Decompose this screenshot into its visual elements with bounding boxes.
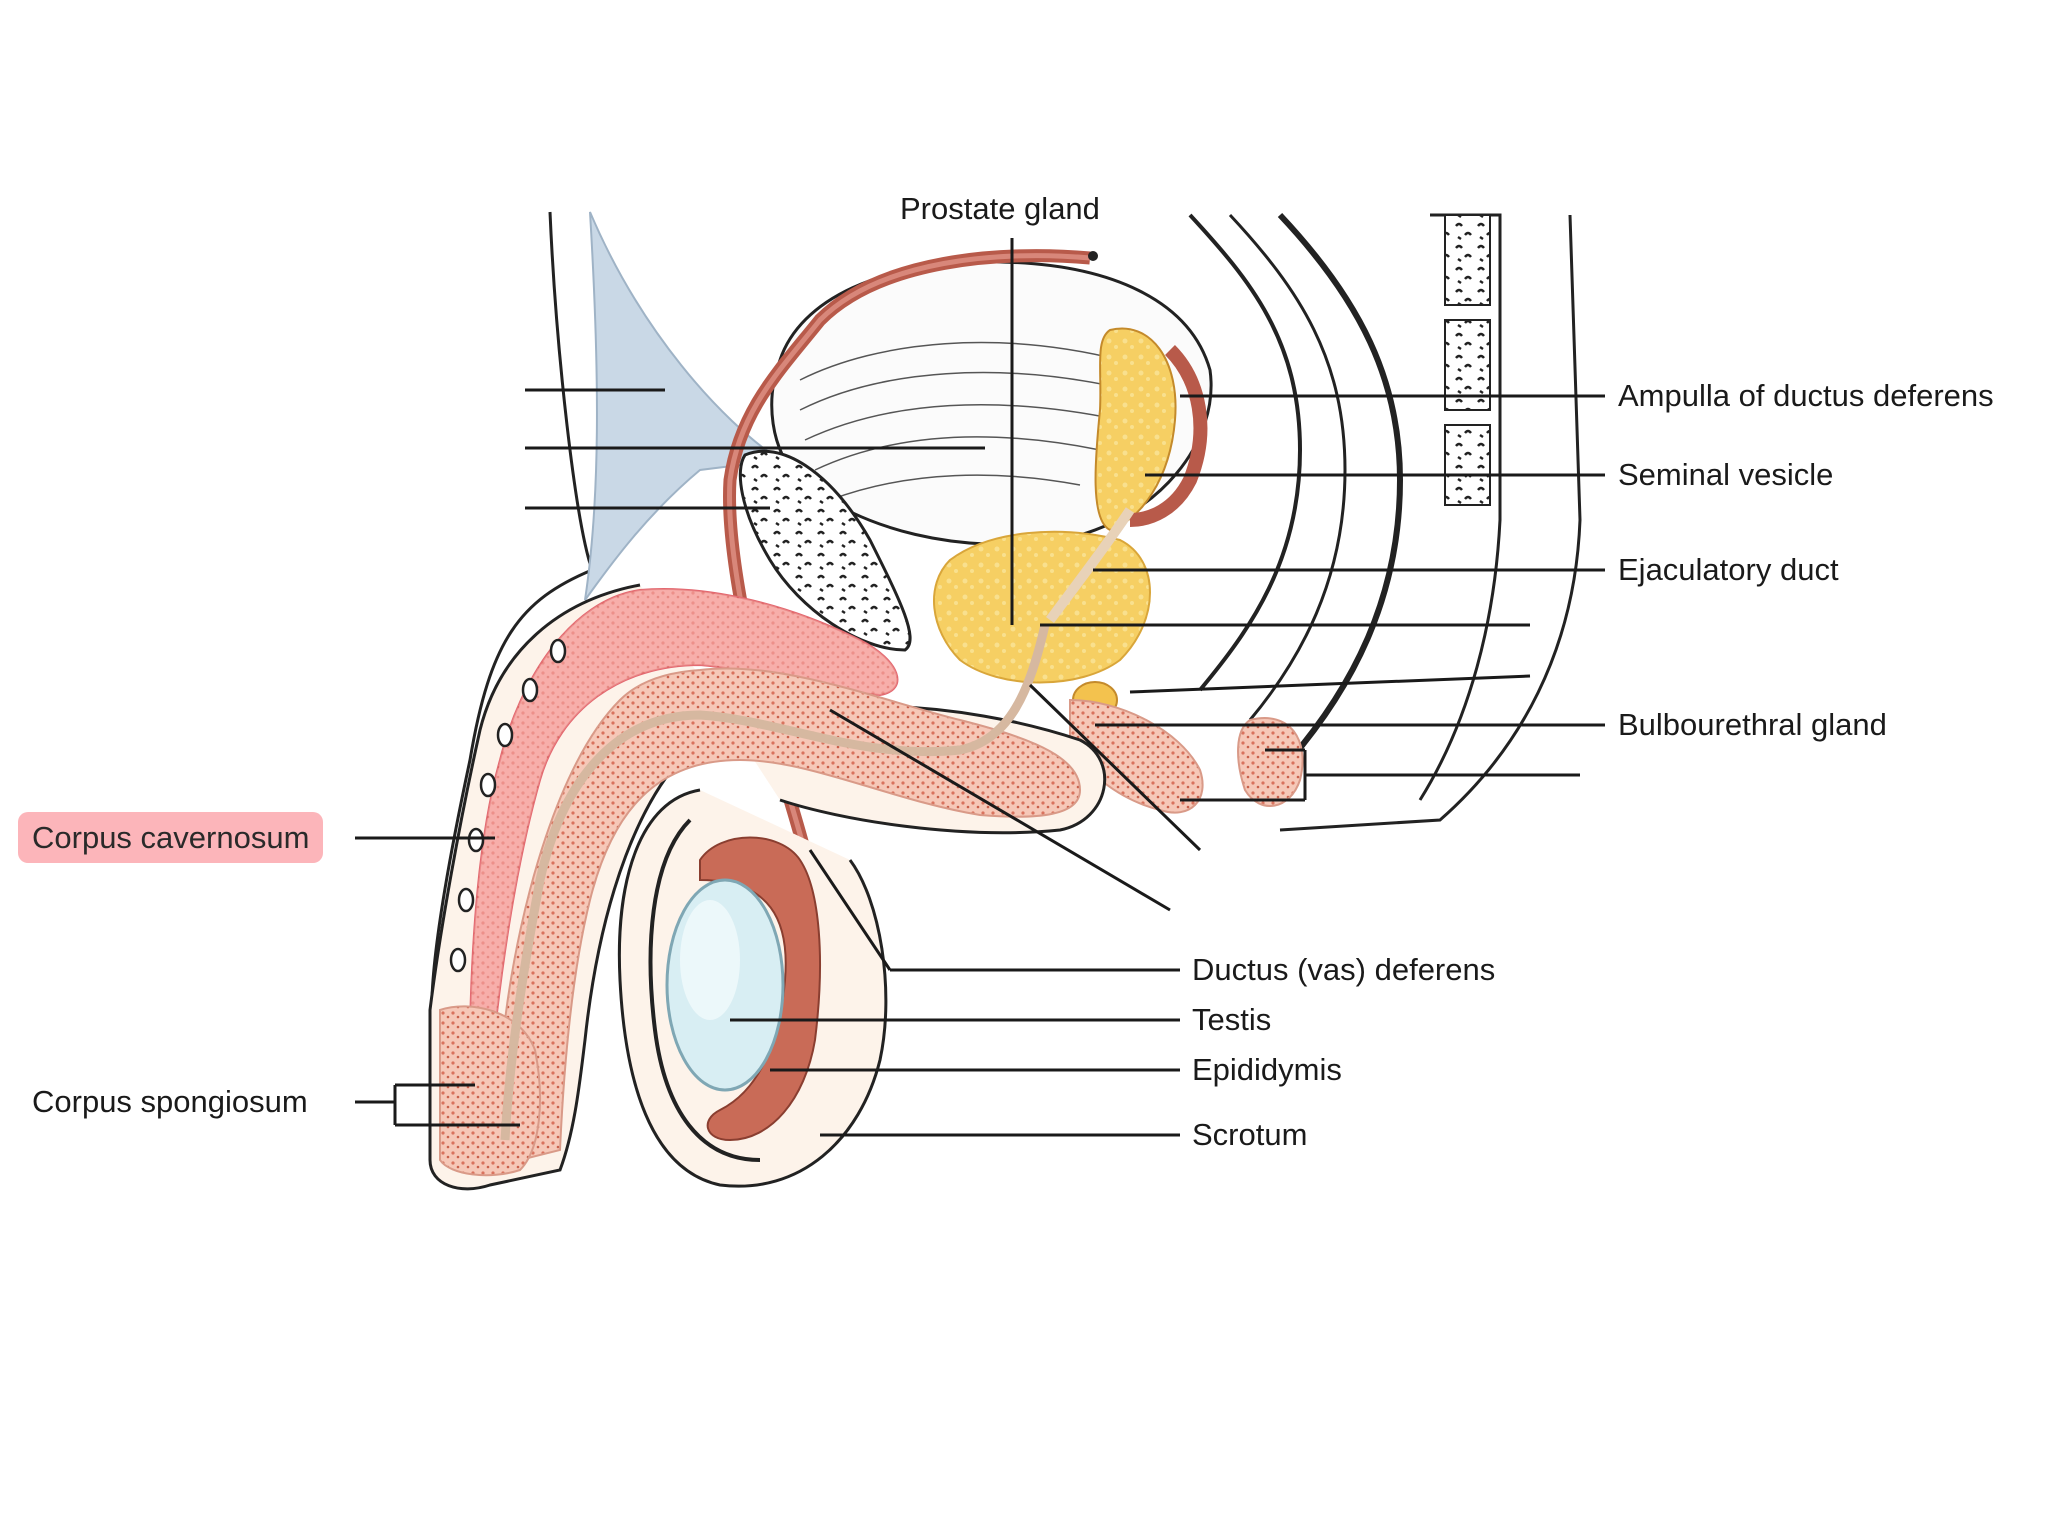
label-ampulla: Ampulla of ductus deferens	[1618, 378, 1994, 413]
urethra	[500, 623, 1050, 1141]
glans	[439, 1005, 541, 1177]
pubic-bone	[738, 449, 912, 652]
label-bulbourethral-gland: Bulbourethral gland	[1618, 707, 1887, 742]
seminal-vesicle-shape	[1094, 327, 1177, 532]
vertebra-1	[1444, 214, 1491, 306]
ejaculatory-duct-shape	[1045, 507, 1135, 623]
corpus-spongiosum-shape	[500, 667, 1082, 1162]
rectum-outline	[1188, 213, 1303, 692]
label-scrotum: Scrotum	[1192, 1117, 1308, 1152]
anal-region	[1237, 717, 1304, 807]
bladder-muscle-lines	[799, 341, 1131, 501]
label-epididymis: Epididymis	[1192, 1052, 1342, 1087]
label-ductus-deferens: Ductus (vas) deferens	[1192, 952, 1496, 987]
vertebra-3	[1444, 424, 1491, 506]
leader-lines	[355, 238, 1605, 1137]
label-corpus-cavernosum: Corpus cavernosum	[18, 812, 324, 863]
label-testis: Testis	[1192, 1002, 1272, 1037]
epididymis-shape	[699, 836, 821, 1142]
suspensory-ligament	[584, 211, 783, 601]
label-ejaculatory-duct: Ejaculatory duct	[1618, 552, 1839, 587]
dorsal-vessels	[449, 638, 567, 973]
label-seminal-vesicle: Seminal vesicle	[1618, 457, 1834, 492]
prostate-pointer-dot	[1088, 251, 1098, 261]
body-wall-outline	[430, 211, 594, 1021]
sacrum	[1418, 213, 1502, 801]
ampulla-shape	[1129, 345, 1208, 527]
label-prostate-gland: Prostate gland	[900, 191, 1100, 226]
label-corpus-spongiosum: Corpus spongiosum	[32, 1084, 308, 1119]
prostate-gland-shape	[933, 530, 1151, 684]
